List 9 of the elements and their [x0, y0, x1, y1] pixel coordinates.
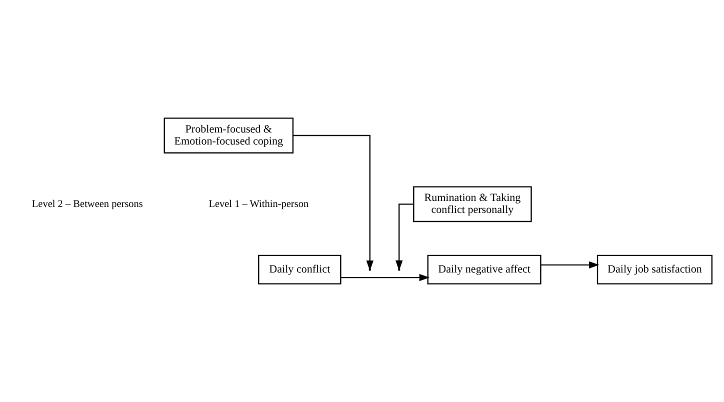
node-box: Daily conflict	[258, 254, 342, 284]
node-box: Daily negative affect	[427, 254, 542, 284]
arrow	[540, 261, 600, 268]
label: Level 2 – Between persons	[32, 198, 143, 210]
node-box: Problem-focused & Emotion-focused coping	[164, 118, 294, 154]
arrow	[340, 274, 430, 282]
node-box: Daily job satisfaction	[596, 254, 712, 284]
label: Level 1 – Within-person	[208, 198, 309, 210]
node-box: Rumination & Taking conflict personally	[413, 186, 532, 222]
